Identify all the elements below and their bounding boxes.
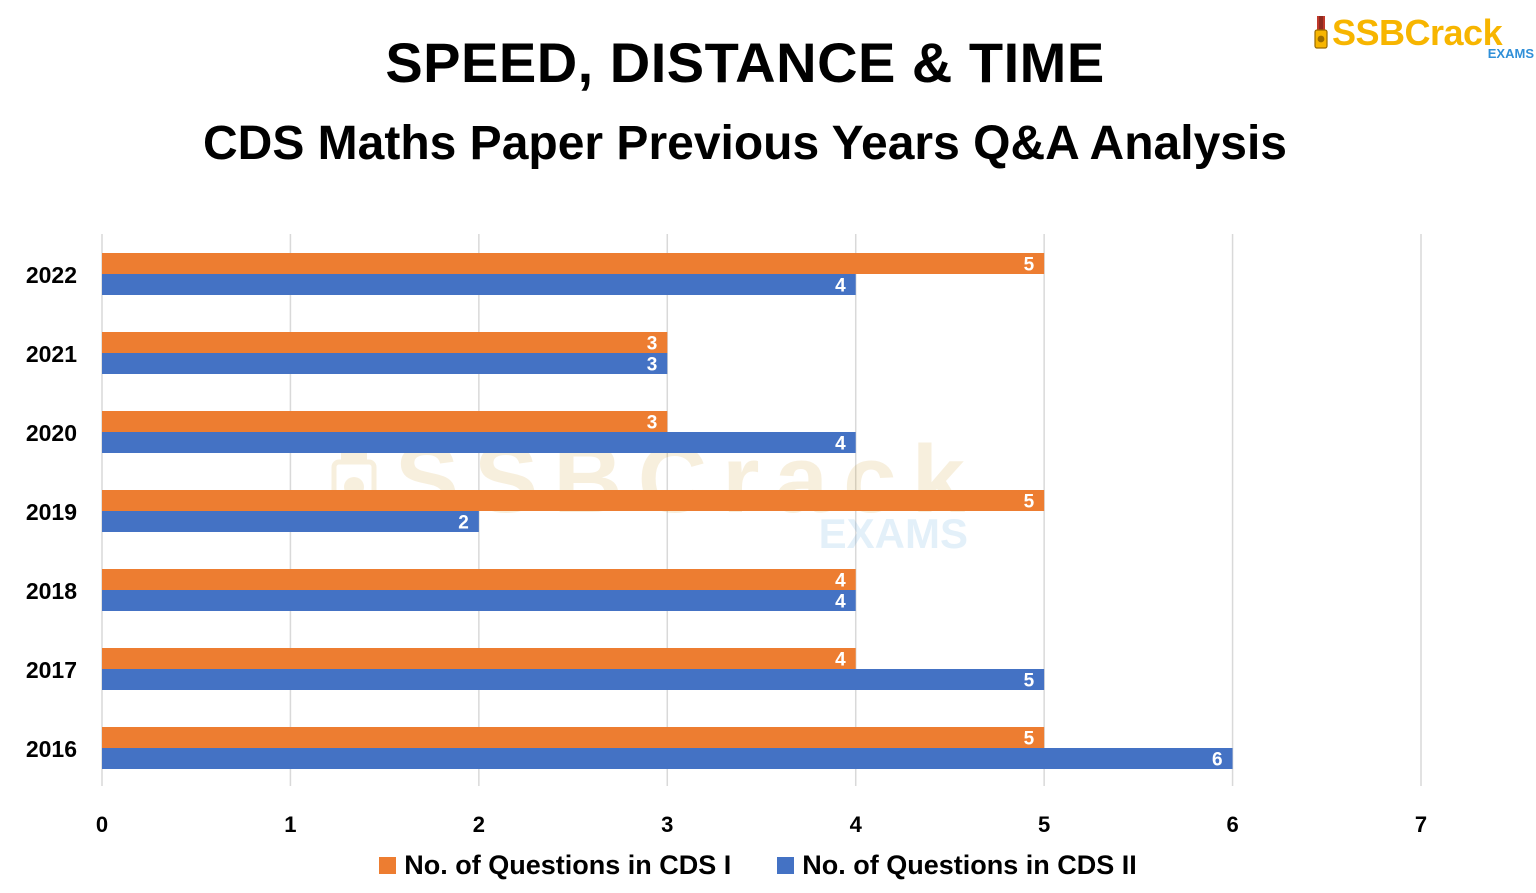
bar-cds1 bbox=[102, 253, 1045, 274]
x-tick-label: 7 bbox=[1415, 812, 1427, 837]
logo-subtext: EXAMS bbox=[1487, 46, 1534, 61]
x-tick-label: 1 bbox=[284, 812, 296, 837]
y-category-label: 2020 bbox=[26, 420, 77, 446]
bar-cds2 bbox=[102, 274, 856, 295]
x-tick-label: 0 bbox=[96, 812, 108, 837]
chart-subtitle: CDS Maths Paper Previous Years Q&A Analy… bbox=[202, 117, 1287, 170]
data-label: 4 bbox=[835, 571, 846, 592]
data-label: 3 bbox=[647, 355, 658, 376]
bars bbox=[102, 253, 1233, 769]
bar-cds1 bbox=[102, 648, 856, 669]
legend-swatch-cds1 bbox=[379, 857, 397, 874]
data-label: 5 bbox=[1024, 255, 1035, 276]
data-label: 5 bbox=[1024, 671, 1035, 692]
x-tick-label: 3 bbox=[661, 812, 673, 837]
data-label: 5 bbox=[1024, 729, 1035, 750]
x-tick-label: 5 bbox=[1038, 812, 1050, 837]
medal-icon bbox=[1314, 16, 1328, 49]
bar-cds1 bbox=[102, 727, 1045, 748]
bar-cds1 bbox=[102, 569, 856, 590]
x-tick-label: 2 bbox=[473, 812, 485, 837]
bar-cds2 bbox=[102, 748, 1233, 769]
bar-cds2 bbox=[102, 353, 668, 374]
y-category-label: 2019 bbox=[26, 499, 77, 525]
data-label: 6 bbox=[1212, 750, 1223, 771]
chart-legend: No. of Questions in CDS I No. of Questio… bbox=[0, 850, 1516, 881]
y-category-label: 2022 bbox=[26, 262, 77, 288]
legend-label-cds2: No. of Questions in CDS II bbox=[802, 850, 1137, 880]
data-label: 5 bbox=[1024, 492, 1035, 513]
bar-cds2 bbox=[102, 590, 856, 611]
legend-item-cds1: No. of Questions in CDS I bbox=[379, 850, 731, 881]
data-label: 4 bbox=[835, 276, 846, 297]
x-tick-label: 6 bbox=[1226, 812, 1238, 837]
y-category-label: 2017 bbox=[26, 657, 77, 683]
y-category-label: 2018 bbox=[26, 578, 77, 604]
y-category-label: 2021 bbox=[26, 341, 77, 367]
chart-title: SPEED, DISTANCE & TIME bbox=[385, 31, 1105, 94]
data-label: 3 bbox=[647, 413, 658, 434]
x-tick-label: 4 bbox=[850, 812, 863, 837]
data-label: 4 bbox=[835, 650, 846, 671]
data-label: 4 bbox=[835, 592, 846, 613]
bar-cds2 bbox=[102, 432, 856, 453]
data-label: 3 bbox=[647, 334, 658, 355]
logo-text: SSBCrack bbox=[1332, 12, 1503, 53]
y-axis-labels: 2022 2021 2020 2019 2018 2017 2016 bbox=[26, 262, 77, 762]
data-label: 4 bbox=[835, 434, 846, 455]
bar-cds2 bbox=[102, 669, 1045, 690]
bar-cds2 bbox=[102, 511, 479, 532]
brand-logo: SSBCrack EXAMS bbox=[1312, 12, 1534, 64]
watermark-subtext: EXAMS bbox=[819, 510, 968, 557]
bar-cds1 bbox=[102, 332, 668, 353]
x-axis-labels: 0 1 2 3 4 5 6 7 bbox=[96, 812, 1427, 837]
legend-swatch-cds2 bbox=[777, 857, 795, 874]
bar-cds1 bbox=[102, 490, 1045, 511]
legend-label-cds1: No. of Questions in CDS I bbox=[404, 850, 732, 880]
bar-cds1 bbox=[102, 411, 668, 432]
y-category-label: 2016 bbox=[26, 736, 77, 762]
data-label: 2 bbox=[458, 513, 469, 534]
legend-item-cds2: No. of Questions in CDS II bbox=[777, 850, 1137, 881]
